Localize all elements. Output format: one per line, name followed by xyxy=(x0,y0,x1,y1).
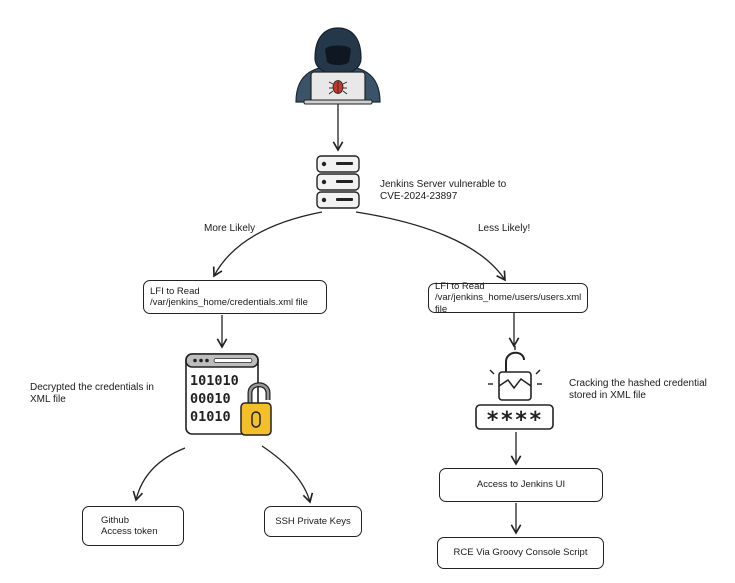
hacker-icon xyxy=(295,27,381,105)
binary-row-3: 01010 xyxy=(190,409,231,425)
bug-icon xyxy=(328,80,348,95)
arrow-server-to-lfi-credentials xyxy=(212,211,323,278)
password-field-icon: **** xyxy=(475,404,554,433)
jenkins-ui-box: Access to Jenkins UI xyxy=(439,468,603,502)
lfi-users-box: LFI to Read /var/jenkins_home/users/user… xyxy=(428,281,588,315)
server-label: Jenkins Server vulnerable to CVE-2024-23… xyxy=(380,179,507,202)
binary-row-2: 00010 xyxy=(190,391,231,407)
ssh-keys-box: SSH Private Keys xyxy=(264,506,362,537)
server-icon xyxy=(316,155,360,209)
arrow-decrypted-to-ssh xyxy=(261,445,314,504)
padlock-icon xyxy=(240,382,272,436)
github-token-box: Github Access token xyxy=(82,506,184,546)
arrow-server-to-lfi-users xyxy=(355,211,506,282)
cracked-lock-icon xyxy=(488,346,542,401)
rce-box: RCE Via Groovy Console Script xyxy=(437,537,604,569)
password-mask: **** xyxy=(486,408,543,433)
more-likely-label: More Likely xyxy=(204,223,256,234)
lfi-credentials-box: LFI to Read /var/jenkins_home/credential… xyxy=(143,280,327,314)
binary-row-1: 101010 xyxy=(190,373,239,389)
encrypted-file-icon: 101010 00010 01010 xyxy=(185,353,259,435)
less-likely-label: Less Likely! xyxy=(478,223,531,234)
decrypted-label: Decrypted the credentials in XML file xyxy=(30,382,154,405)
arrow-decrypted-to-github xyxy=(132,447,186,502)
cracking-label: Cracking the hashed credential stored in… xyxy=(569,378,707,401)
